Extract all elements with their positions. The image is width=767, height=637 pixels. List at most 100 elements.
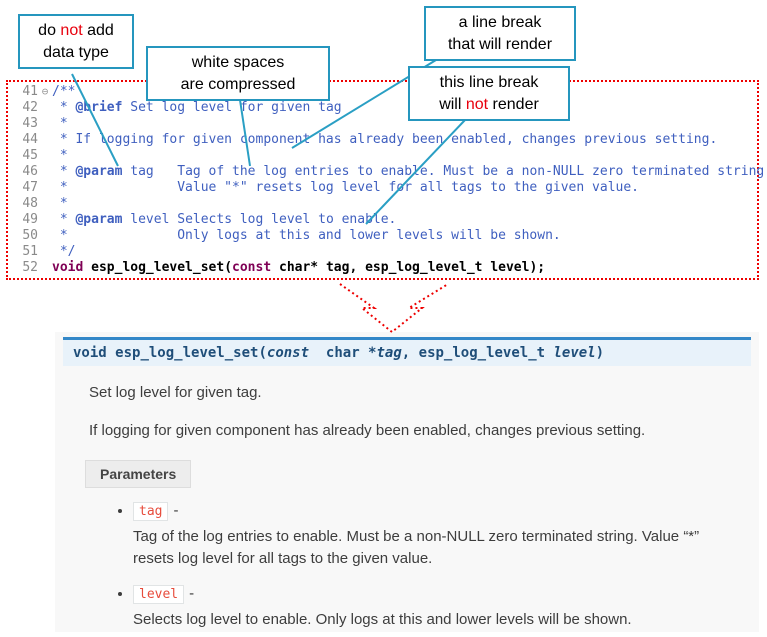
callout-line: a line break bbox=[458, 14, 542, 31]
callout-whitespace: white spaces are compressed bbox=[146, 46, 330, 102]
param-head: level- bbox=[133, 584, 739, 604]
fold-gutter bbox=[38, 180, 52, 196]
param-description: Tag of the log entries to enable. Must b… bbox=[133, 527, 700, 568]
code-text bbox=[83, 260, 91, 276]
sig-param-name: level bbox=[553, 345, 596, 361]
callout-text: do bbox=[38, 22, 61, 39]
callout-line: this line break bbox=[439, 74, 539, 91]
param-dash: - bbox=[173, 501, 179, 519]
doxygen-tag: @brief bbox=[75, 100, 123, 115]
fold-gutter bbox=[38, 148, 52, 164]
callout-line: will not render bbox=[418, 94, 560, 116]
callout-no-datatype: do not add data type bbox=[18, 14, 134, 70]
code-text: * bbox=[52, 148, 68, 163]
line-number: 52 bbox=[22, 260, 38, 275]
code-text: * Only logs at this and lower levels wil… bbox=[52, 228, 561, 243]
code-text: char* tag, esp_log_level_t level); bbox=[271, 260, 546, 275]
code-text: * bbox=[52, 164, 76, 179]
dotted-down-arrow bbox=[339, 283, 449, 334]
code-line: 41⊖/** bbox=[8, 84, 757, 100]
param-dash: - bbox=[189, 584, 195, 602]
function-name: esp_log_level_set bbox=[91, 260, 225, 275]
sig-paren: ) bbox=[595, 345, 605, 361]
param-item: tag- Tag of the log entries to enable. M… bbox=[133, 501, 739, 571]
keyword: const bbox=[232, 260, 272, 275]
parameters-list: tag- Tag of the log entries to enable. M… bbox=[55, 501, 739, 632]
doxygen-tag: @param bbox=[75, 212, 123, 227]
code-line: 47 * Value "*" resets log level for all … bbox=[8, 180, 757, 196]
code-line: 42 * @brief Set log level for given tag bbox=[8, 100, 757, 116]
callout-text: will bbox=[439, 95, 466, 113]
code-line: 43 * bbox=[8, 116, 757, 132]
code-line: 46 * @param tag Tag of the log entries t… bbox=[8, 164, 767, 180]
code-text: level Selects log level to enable. bbox=[122, 212, 397, 227]
sig-param-name: tag bbox=[376, 345, 402, 361]
code-line: 52 void esp_log_level_set(const char* tag… bbox=[8, 260, 757, 276]
doc-brief-text: Set log level for given tag. bbox=[89, 384, 262, 401]
code-text: * bbox=[52, 100, 76, 115]
param-item: level- Selects log level to enable. Only… bbox=[133, 584, 739, 632]
code-line: 44 * If logging for given component has … bbox=[8, 132, 757, 148]
line-number: 47 bbox=[22, 180, 38, 195]
code-text: ( bbox=[224, 260, 233, 275]
fold-minus-icon[interactable]: ⊖ bbox=[41, 85, 49, 98]
param-description: Selects log level to enable. Only logs a… bbox=[133, 610, 632, 628]
code-text: */ bbox=[52, 244, 76, 259]
line-number: 43 bbox=[22, 116, 38, 131]
code-text: /** bbox=[52, 84, 76, 99]
function-signature: void esp_log_level_set(const char *tag, … bbox=[63, 337, 751, 366]
callout-text: render bbox=[488, 95, 539, 113]
code-line: 50 * Only logs at this and lower levels … bbox=[8, 228, 757, 244]
fold-gutter bbox=[38, 244, 52, 260]
param-head: tag- bbox=[133, 501, 739, 521]
callout-line: that will render bbox=[447, 35, 553, 53]
line-number: 46 bbox=[22, 164, 38, 179]
line-number: 49 bbox=[22, 212, 38, 227]
code-line: 51 */ bbox=[8, 244, 757, 260]
callout-break-render: a line break that will render bbox=[424, 6, 576, 62]
fold-gutter bbox=[38, 260, 52, 276]
fold-gutter bbox=[38, 196, 52, 212]
fold-gutter bbox=[38, 100, 52, 116]
code-line: 49 * @param level Selects log level to e… bbox=[8, 212, 757, 228]
line-number: 45 bbox=[22, 148, 38, 163]
callout-line: data type bbox=[43, 43, 109, 61]
code-text: * If logging for given component has alr… bbox=[52, 132, 718, 147]
callout-line: white spaces bbox=[191, 54, 285, 71]
fold-gutter bbox=[38, 116, 52, 132]
sig-param-type: , esp_log_level_t bbox=[401, 345, 554, 361]
code-text: Set log level for given tag bbox=[122, 100, 342, 115]
line-number: 42 bbox=[22, 100, 38, 115]
code-text: * bbox=[52, 196, 68, 211]
code-text: * bbox=[52, 116, 68, 131]
param-name-chip: level bbox=[133, 584, 185, 604]
sig-function-name: esp_log_level_set bbox=[115, 345, 259, 361]
doc-detail-text: If logging for given component has alrea… bbox=[89, 421, 646, 439]
line-number: 44 bbox=[22, 132, 38, 147]
line-number: 51 bbox=[22, 244, 38, 259]
line-number: 48 bbox=[22, 196, 38, 211]
rendered-doc-panel: void esp_log_level_set(const char *tag, … bbox=[55, 332, 759, 632]
code-text: * bbox=[52, 212, 76, 227]
callout-text-red: not bbox=[465, 95, 489, 113]
param-name-chip: tag bbox=[133, 501, 169, 521]
fold-gutter bbox=[38, 212, 52, 228]
code-line: 45 * bbox=[8, 148, 757, 164]
keyword: void bbox=[52, 260, 84, 275]
doxygen-tag: @param bbox=[75, 164, 123, 179]
fold-gutter bbox=[38, 228, 52, 244]
callout-text: add bbox=[82, 22, 114, 39]
callout-text-red: not bbox=[60, 22, 83, 39]
code-text: tag Tag of the log entries to enable. Mu… bbox=[122, 164, 767, 179]
code-text: * Value "*" resets log level for all tag… bbox=[52, 180, 639, 195]
fold-gutter bbox=[38, 132, 52, 148]
callout-break-norender: this line break will not render bbox=[408, 66, 570, 122]
code-line: 48 * bbox=[8, 196, 757, 212]
line-number: 50 bbox=[22, 228, 38, 243]
parameters-heading: Parameters bbox=[85, 459, 192, 488]
sig-paren: ( bbox=[258, 345, 267, 361]
fold-gutter bbox=[38, 164, 52, 180]
callout-line: are compressed bbox=[180, 75, 296, 93]
sig-return-type: void bbox=[73, 345, 116, 361]
